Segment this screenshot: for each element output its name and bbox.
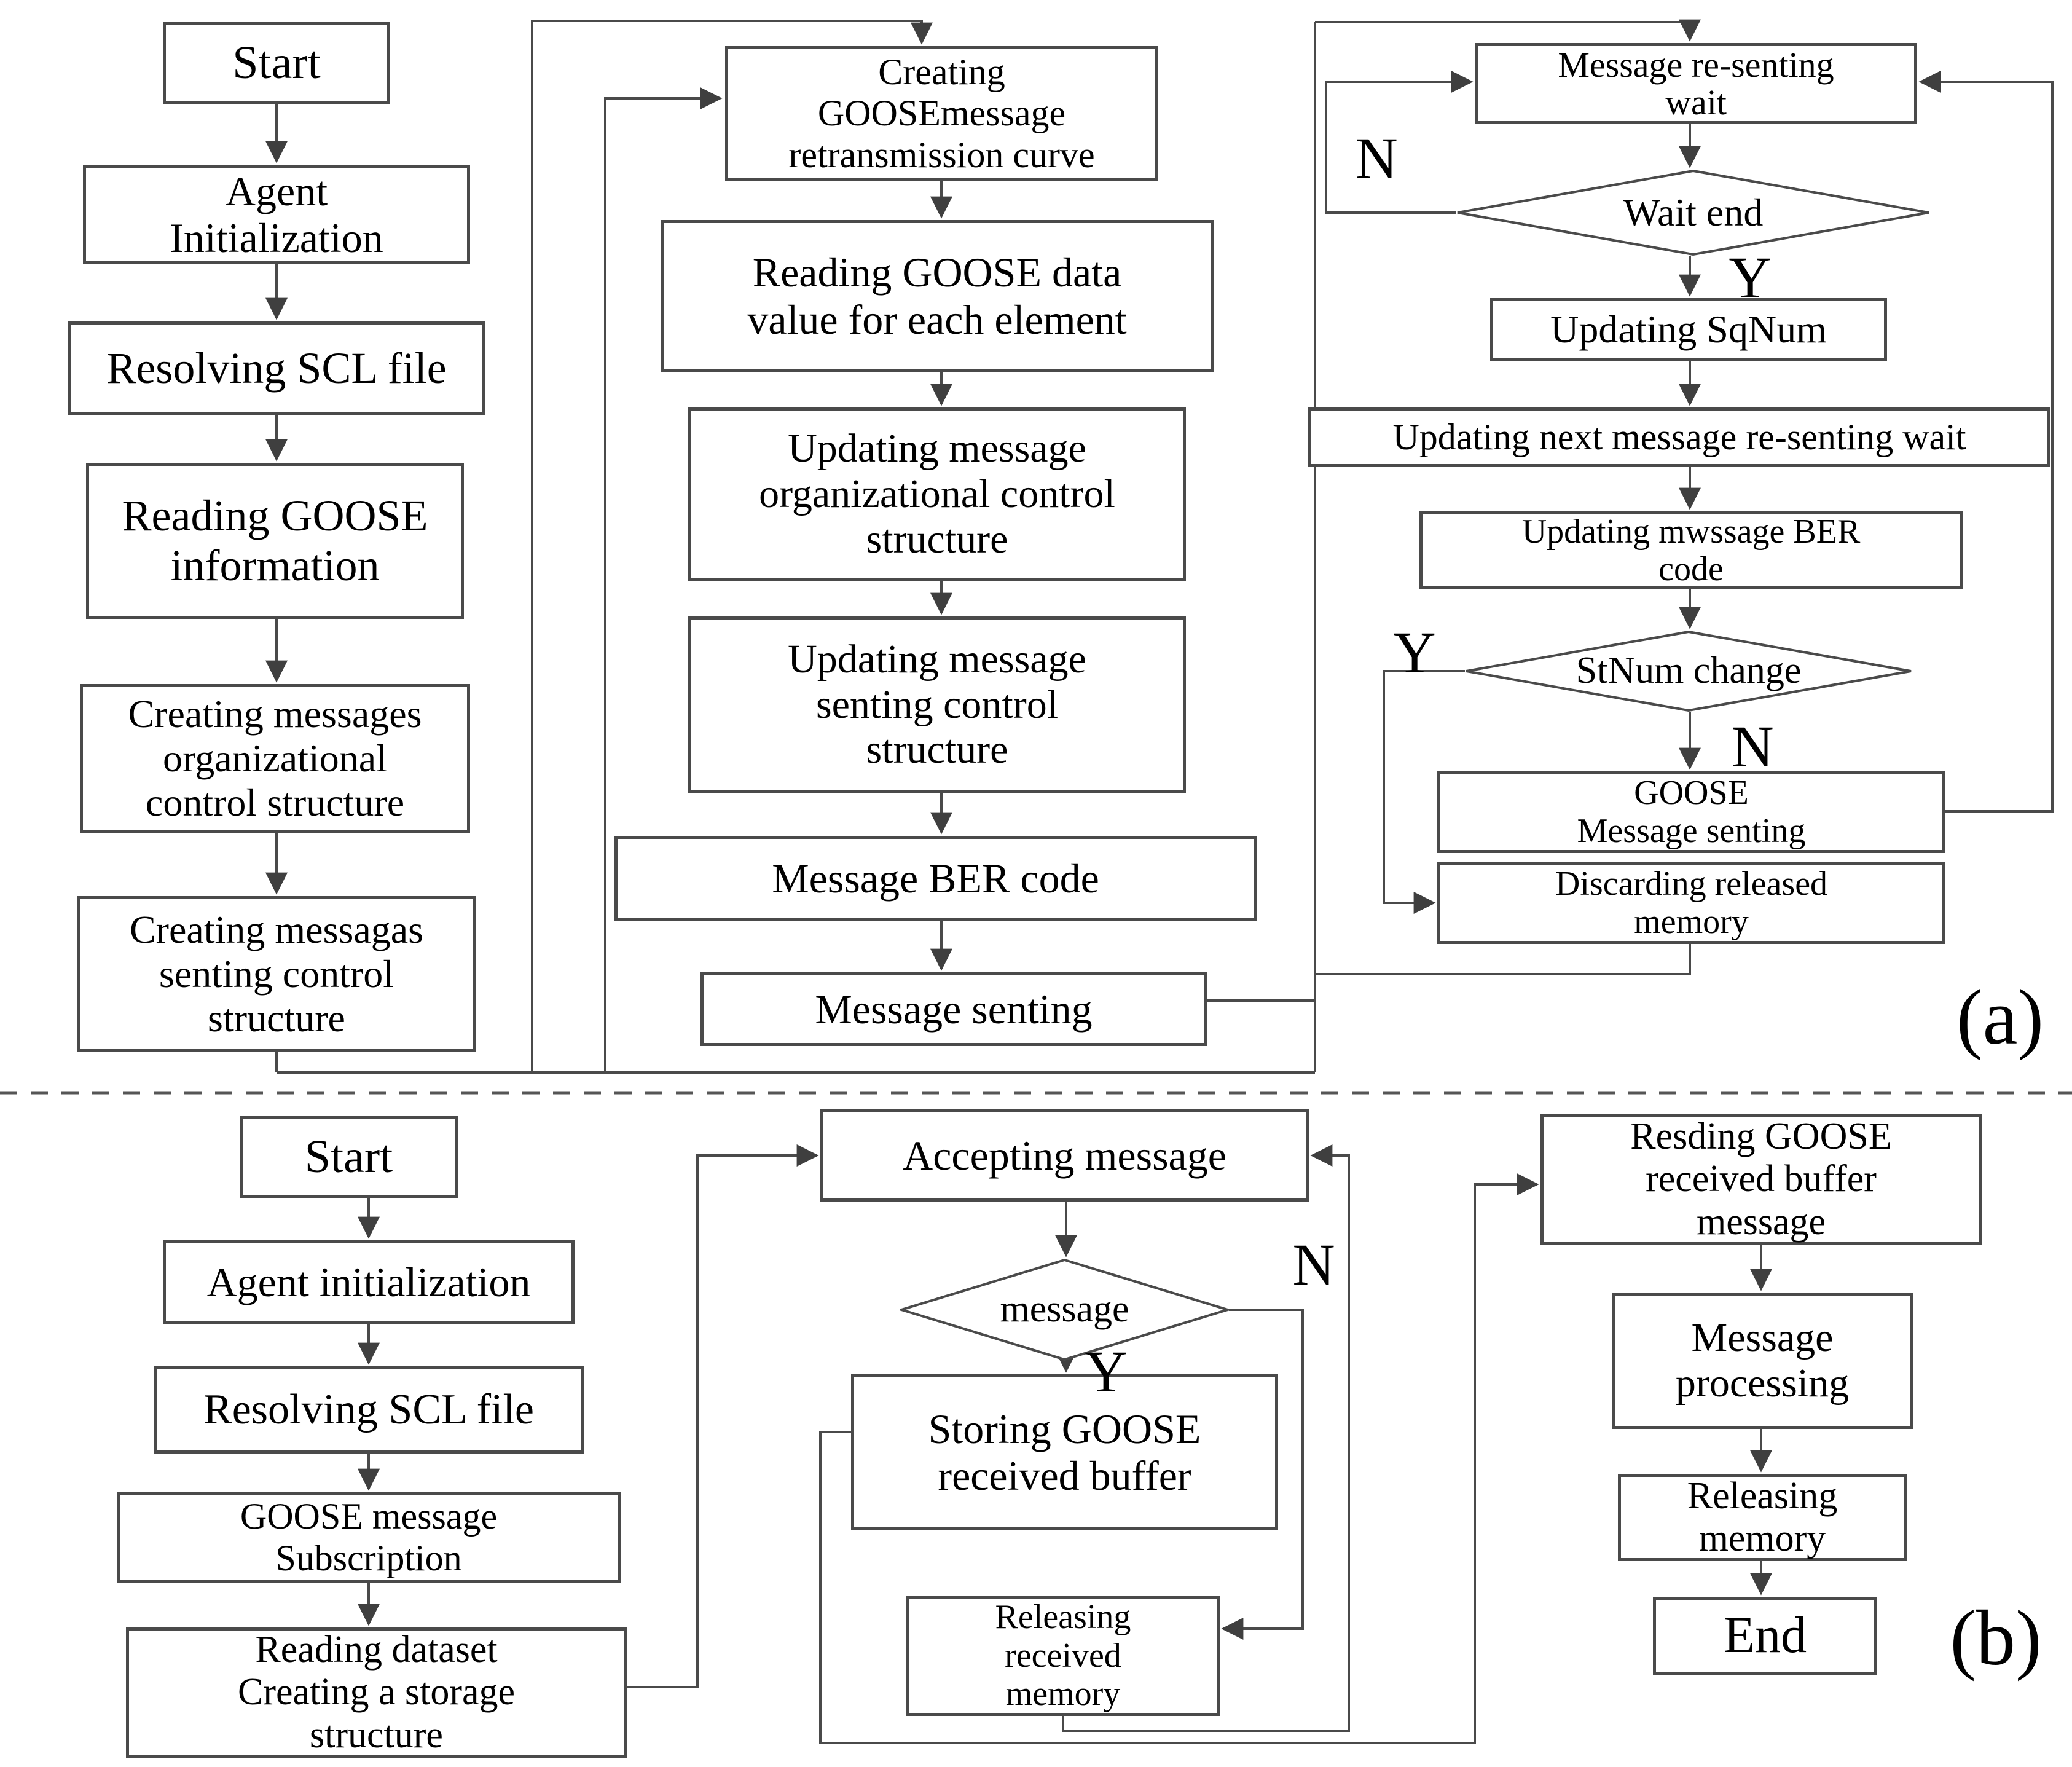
node-label: Updating SqNum [1550,307,1827,352]
diamond-shape [1457,170,1929,256]
node-label: Resding GOOSE received buffer message [1630,1115,1892,1243]
node-label: Agent Initialization [170,167,383,261]
node-label: GOOSE Message senting [1577,773,1806,850]
node-label: End [1723,1607,1807,1664]
node-c-next-wait: Updating next message re-senting wait [1308,407,2050,467]
flow-line [1918,71,2054,813]
node-e-store: Storing GOOSE received buffer [851,1374,1278,1530]
branch-label-a-stnum-no: N [1731,714,1774,779]
node-e-message: message [900,1259,1229,1361]
node-a-resolve-scl: Resolving SCL file [68,321,485,415]
node-a-read-goose: Reading GOOSE information [86,463,464,619]
node-c-upd-ber: Updating mwssage BER code [1419,511,1963,589]
node-e-release: Releasing received memory [906,1596,1220,1716]
node-d-subscription: GOOSE message Subscription [117,1492,621,1583]
node-f-read-buffer: Resding GOOSE received buffer message [1540,1114,1982,1245]
node-c-discard: Discarding released memory [1437,862,1945,944]
node-label: Creating GOOSEmessage retransmission cur… [788,52,1095,175]
node-label: Wait end [1623,191,1764,235]
flow-line [1325,71,1474,214]
node-c-wait-end: Wait end [1456,170,1930,256]
node-f-end: End [1653,1597,1877,1675]
node-a-create-org: Creating messages organizational control… [80,684,470,833]
node-label: Creating messages organizational control… [128,692,422,824]
branch-label-a-stnum-yes: Y [1393,620,1436,685]
flow-line [1316,944,1691,975]
node-label: Message processing [1675,1315,1850,1406]
node-label: Releasing received memory [995,1597,1131,1714]
node-label: Discarding released memory [1555,864,1828,941]
flow-line [531,20,933,1072]
node-a-start: Start [163,22,390,104]
node-label: GOOSE message Subscription [240,1496,498,1578]
flow-line [1221,1309,1304,1640]
node-d-resolve-scl: Resolving SCL file [154,1366,584,1454]
node-label: Updating message organizational control … [759,426,1115,562]
node-b-curve: Creating GOOSEmessage retransmission cur… [725,46,1158,181]
section-label-a: (a) [1956,974,2044,1061]
node-label: message [1000,1288,1129,1331]
node-c-goose-send: GOOSE Message senting [1437,771,1945,853]
diamond-shape [1466,631,1912,712]
node-label: Resolving SCL file [106,343,447,393]
flow-line [1383,670,1465,914]
branch-label-b-msg-no: N [1292,1232,1335,1297]
flow-line [1315,19,1701,42]
node-f-processing: Message processing [1612,1293,1913,1429]
node-label: Agent initialization [206,1259,531,1306]
node-label: Message BER code [772,854,1099,902]
node-e-accept: Accepting message [820,1109,1309,1202]
flow-line [819,1173,1539,1744]
node-label: Resolving SCL file [203,1385,534,1433]
node-label: Updating mwssage BER code [1521,513,1861,588]
node-d-agent-init: Agent initialization [163,1240,575,1324]
branch-label-b-msg-yes: Y [1085,1339,1128,1404]
node-label: Storing GOOSE received buffer [928,1405,1201,1499]
node-b-sending: Message senting [700,972,1207,1046]
node-c-sqnum: Updating SqNum [1490,298,1887,361]
diamond-shape [900,1259,1229,1361]
flow-line [604,87,723,1072]
node-label: Releasing memory [1687,1474,1838,1559]
flow-line [627,1144,819,1688]
node-b-read-data: Reading GOOSE data value for each elemen… [661,220,1214,372]
node-label: Reading GOOSE data value for each elemen… [747,249,1127,343]
node-label: Reading GOOSE information [122,491,428,590]
node-label: Reading dataset Creating a storage struc… [237,1628,516,1756]
node-label: Updating next message re-senting wait [1392,416,1966,457]
section-label-b: (b) [1950,1594,2042,1682]
node-label: StNum change [1576,650,1802,692]
node-label: Start [304,1130,393,1183]
node-b-upd-org: Updating message organizational control … [688,407,1186,581]
node-b-ber: Message BER code [614,836,1257,921]
node-label: Start [232,36,321,89]
node-label: Message senting [815,985,1093,1033]
node-label: Updating message senting control structu… [788,636,1086,773]
flow-line [1062,1144,1350,1732]
branch-label-a-wait-yes: Y [1729,245,1772,310]
node-a-agent-init: Agent Initialization [83,165,470,264]
node-c-stnum: StNum change [1465,631,1912,712]
node-f-release: Releasing memory [1618,1474,1907,1561]
node-label: Creating messagas senting control struct… [129,908,424,1040]
node-c-resent-wait: Message re-senting wait [1475,43,1917,124]
node-b-upd-sent: Updating message senting control structu… [688,616,1186,793]
node-a-create-sent: Creating messagas senting control struct… [77,896,476,1052]
branch-label-a-wait-no: N [1355,125,1398,191]
node-d-start: Start [240,1116,458,1198]
node-label: Accepting message [903,1131,1226,1179]
node-label: Message re-senting wait [1558,44,1834,122]
node-d-read-dataset: Reading dataset Creating a storage struc… [126,1627,627,1758]
